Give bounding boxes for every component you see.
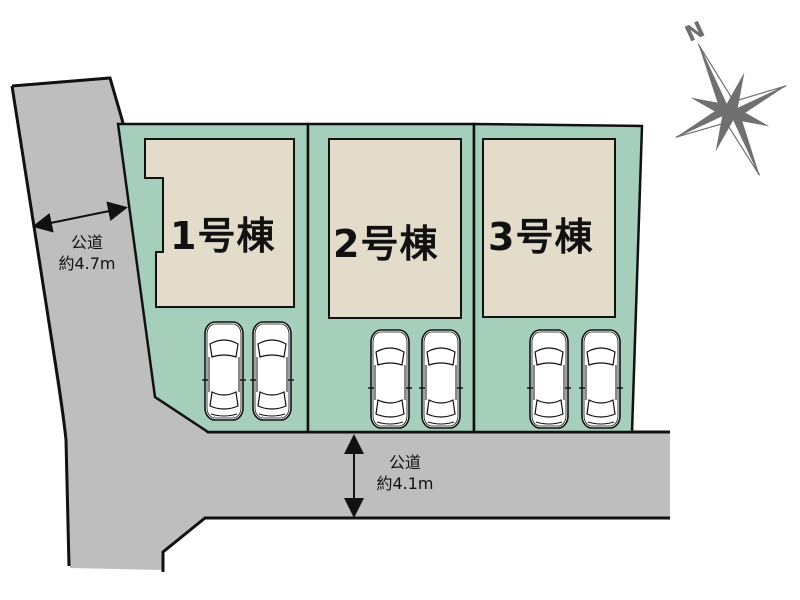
building-2 (328, 138, 462, 319)
building-label-3: 3号棟 (488, 215, 594, 259)
building-label-2: 2号棟 (333, 222, 439, 266)
west-road-width: 約4.7m (58, 254, 116, 273)
building-3 (482, 138, 616, 318)
west-road-width-arrow (32, 201, 128, 233)
road-west (12, 78, 670, 570)
building-label-1: 1号棟 (170, 214, 276, 258)
building-1 (144, 138, 295, 308)
south-road-width: 約4.1m (376, 474, 434, 493)
compass-rose-icon (675, 43, 787, 176)
west-road-label: 公道 約4.7m (44, 232, 130, 274)
south-road-label: 公道 約4.1m (362, 452, 448, 494)
south-road-name: 公道 (388, 453, 421, 472)
west-road-name: 公道 (70, 233, 103, 252)
